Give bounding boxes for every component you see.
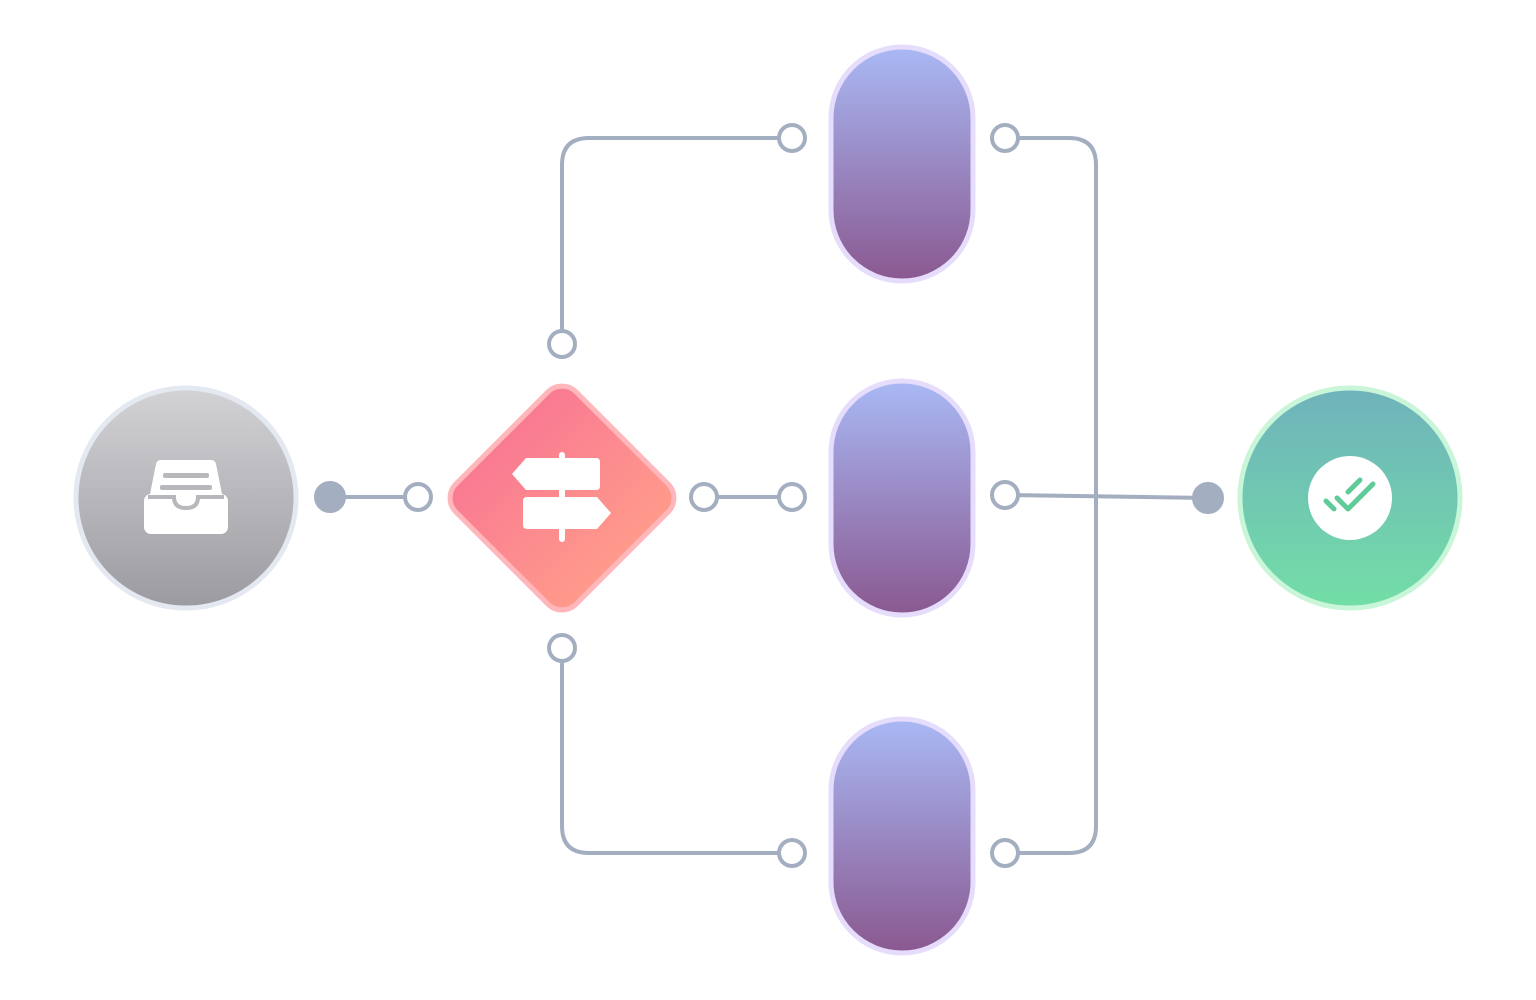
task-2-input-port[interactable] — [777, 482, 807, 512]
start-output-port[interactable] — [314, 481, 346, 513]
task-1-output-port[interactable] — [990, 123, 1020, 153]
task-2-output-port[interactable] — [990, 480, 1020, 510]
edge-decision-task-3[interactable] — [560, 646, 794, 855]
decision-output-port-bottom[interactable] — [547, 633, 577, 663]
start-node[interactable] — [73, 385, 299, 611]
end-input-port[interactable] — [1192, 482, 1224, 514]
decision-node[interactable] — [442, 378, 682, 618]
decision-input-port[interactable] — [403, 482, 433, 512]
task-node-2[interactable] — [828, 378, 976, 618]
double-check-icon — [1323, 477, 1376, 512]
task-3-input-port[interactable] — [777, 838, 807, 868]
edge-decision-task-1[interactable] — [560, 136, 794, 346]
task-3-output-port[interactable] — [990, 838, 1020, 868]
task-node-1[interactable] — [828, 44, 976, 284]
task-node-3[interactable] — [828, 716, 976, 956]
decision-output-port-top[interactable] — [547, 329, 577, 359]
inbox-tray-icon — [144, 460, 228, 534]
decision-output-port-right[interactable] — [689, 482, 719, 512]
edge-task-2-end[interactable] — [1003, 493, 1210, 500]
task-1-input-port[interactable] — [777, 123, 807, 153]
end-node[interactable] — [1237, 385, 1463, 611]
signpost-icon — [512, 452, 611, 542]
